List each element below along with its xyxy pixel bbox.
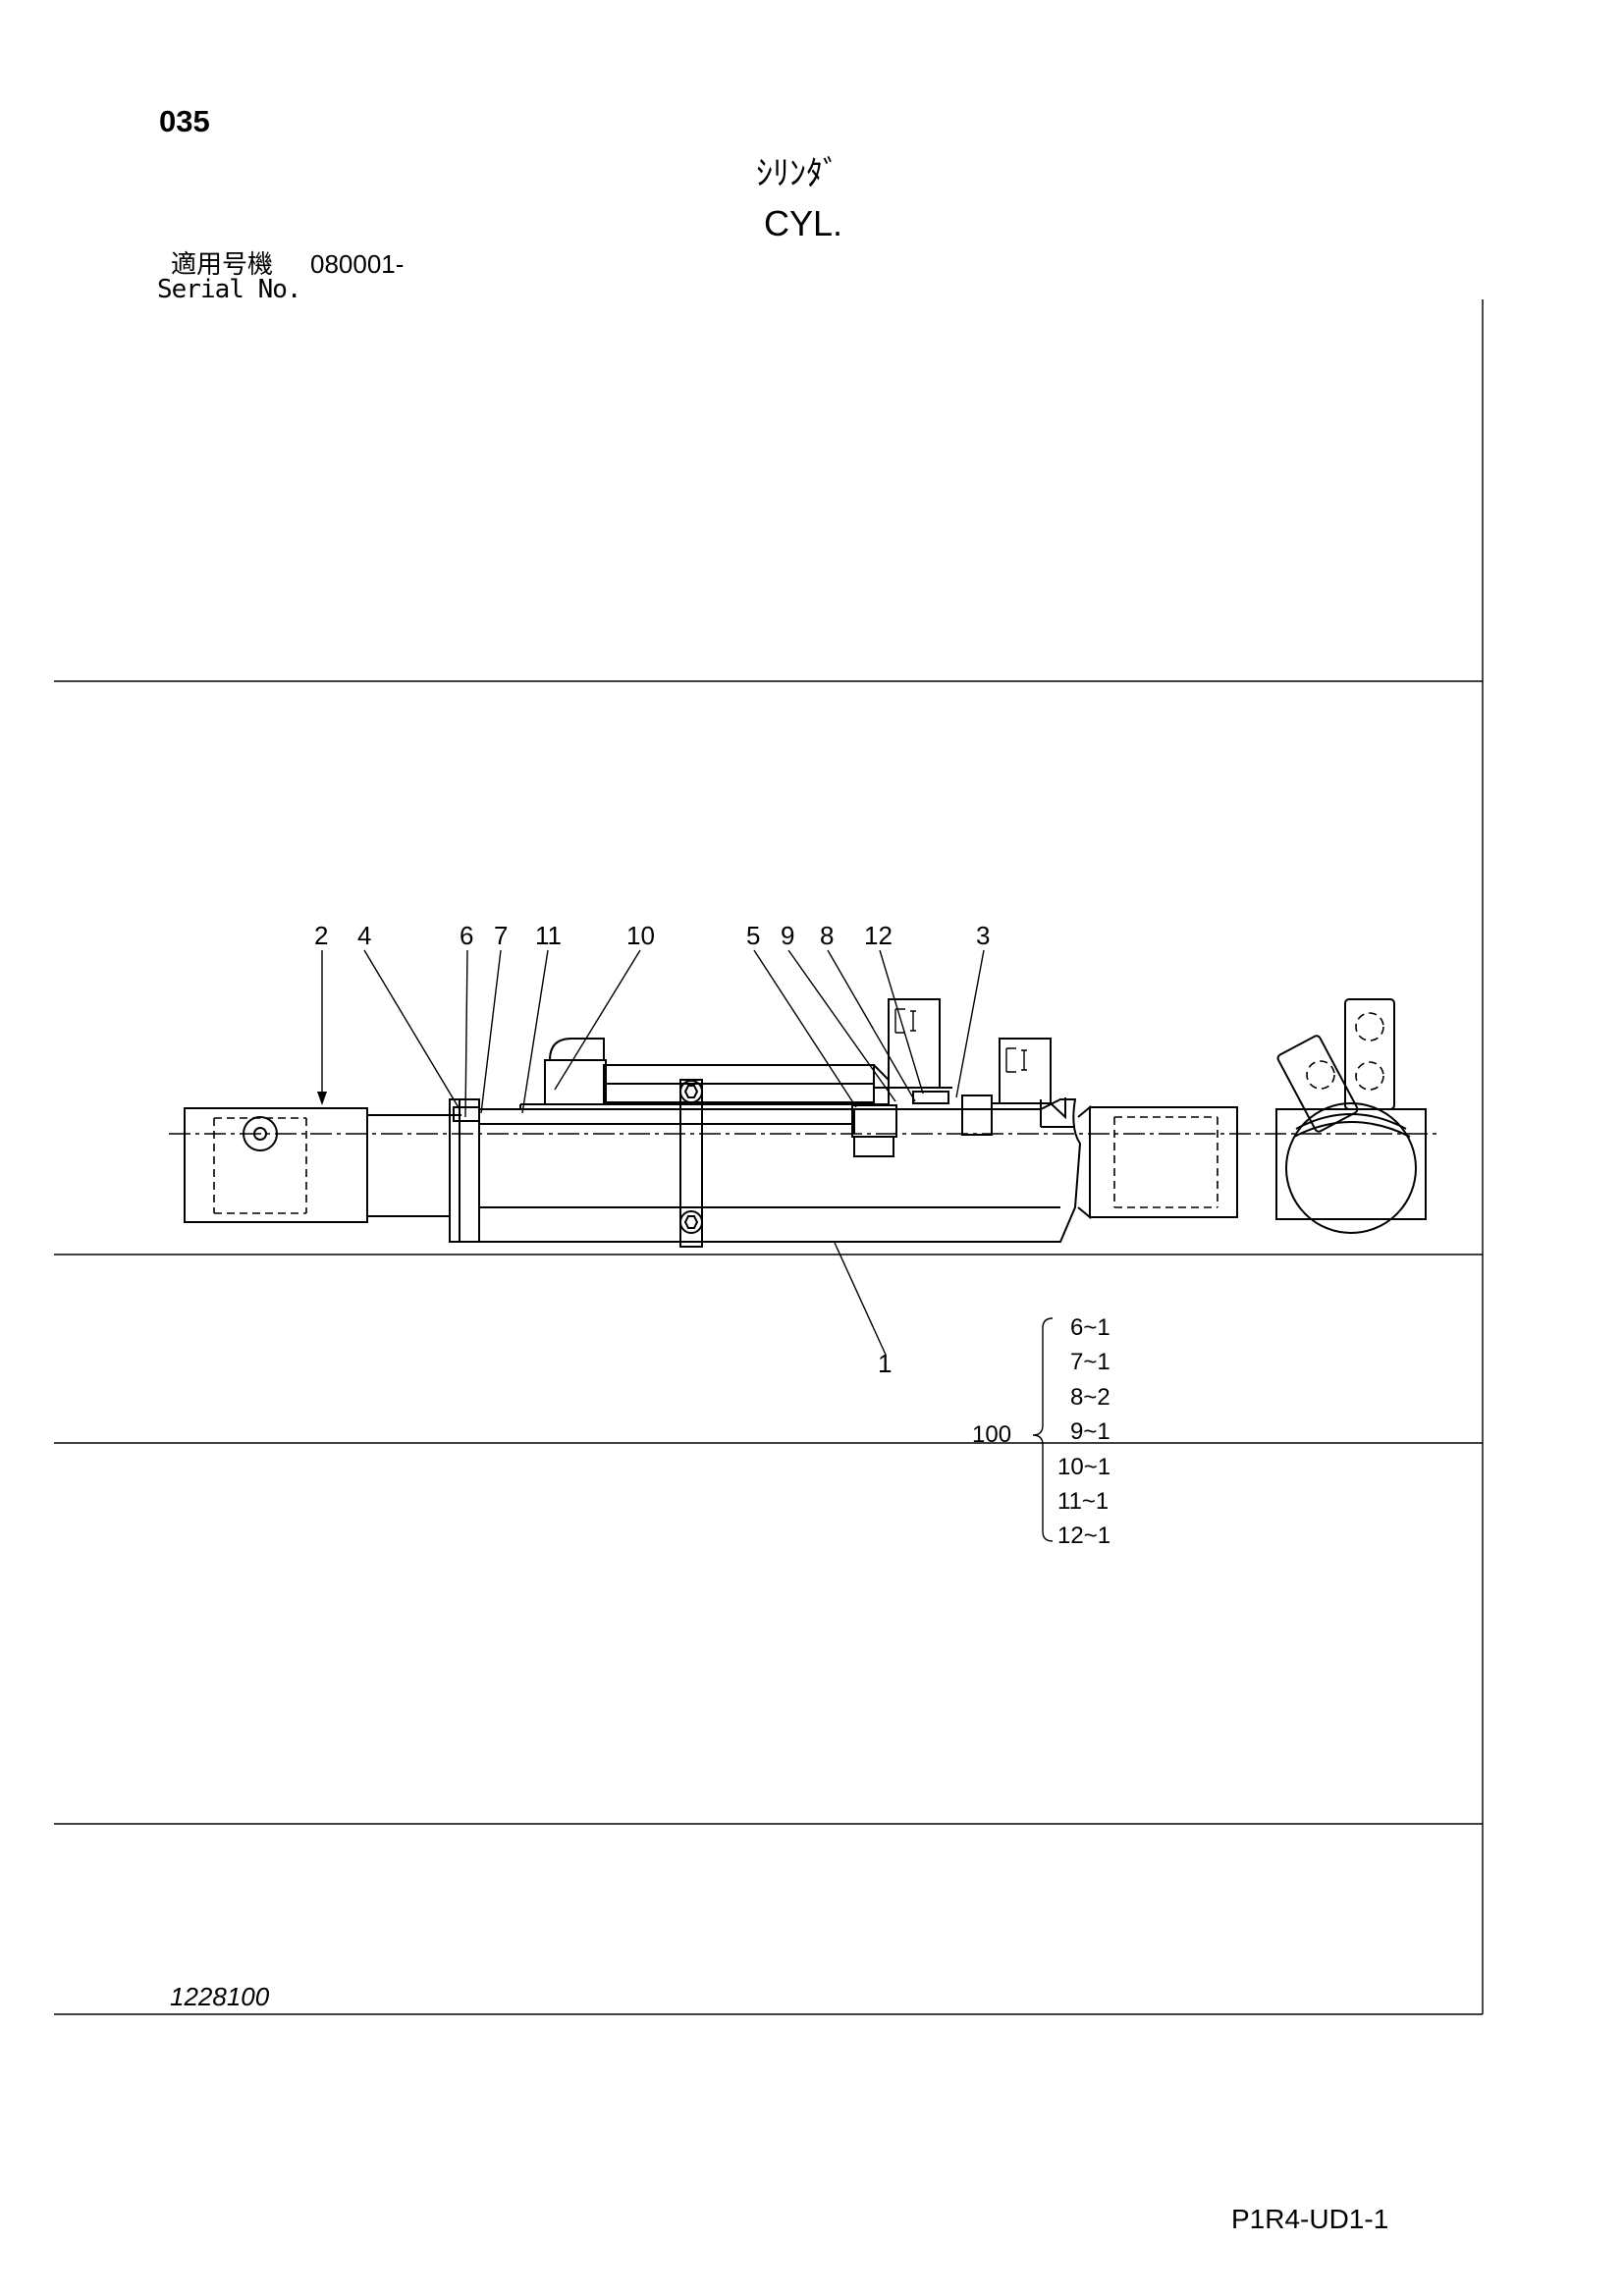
callouts: 2 4 6 7 11 10 5 9 8 12 3 1	[314, 921, 990, 1378]
cylinder-tube	[478, 1095, 1082, 1243]
bottom-end-clevis	[1077, 1104, 1238, 1220]
page-title-english: CYL.	[764, 203, 843, 243]
callout-label: 1	[878, 1349, 892, 1378]
kit-label: 100	[972, 1421, 1011, 1448]
piston-rod	[366, 1114, 461, 1217]
callout-label: 10	[626, 921, 655, 950]
serial-label-english: Serial No.	[157, 275, 302, 304]
kit-item: 11~1	[1057, 1488, 1109, 1515]
cylinder-head	[449, 1098, 480, 1243]
port-block	[992, 1038, 1075, 1128]
hydraulic-pipe	[519, 1038, 890, 1109]
frame-lines	[54, 299, 1484, 2015]
callout-label: 6	[460, 921, 473, 950]
kit-item: 6~1	[1070, 1314, 1110, 1341]
kit-item: 8~2	[1070, 1384, 1110, 1411]
serial-number-value: 080001-	[310, 249, 405, 279]
callout-label: 8	[820, 921, 834, 950]
kit-item: 7~1	[1070, 1349, 1110, 1375]
kit-item: 10~1	[1057, 1454, 1110, 1480]
page-title-japanese: ｼﾘﾝﾀﾞ	[756, 155, 839, 192]
callout-label: 2	[314, 921, 328, 950]
kit-item: 9~1	[1070, 1418, 1110, 1445]
drawing-number: 1228100	[170, 1982, 270, 2011]
callout-label: 7	[494, 921, 508, 950]
callout-label: 12	[864, 921, 893, 950]
cylinder-end-view	[1275, 998, 1427, 1234]
callout-label: 5	[746, 921, 760, 950]
kit-item: 12~1	[1057, 1522, 1110, 1549]
seal-kit-list: 100 6~1 7~1 8~2 9~1 10~1 11~1 12~1	[972, 1314, 1110, 1549]
document-code: P1R4-UD1-1	[1231, 2204, 1389, 2234]
rod-end-clevis	[184, 1107, 368, 1223]
tube-clamp	[679, 1079, 703, 1248]
callout-label: 3	[976, 921, 990, 950]
callout-label: 4	[357, 921, 371, 950]
serial-label-japanese: 適用号機	[171, 249, 274, 279]
page-number: 035	[159, 104, 210, 138]
leader-lines	[317, 949, 985, 1356]
callout-label: 9	[781, 921, 794, 950]
callout-label: 11	[535, 921, 562, 950]
